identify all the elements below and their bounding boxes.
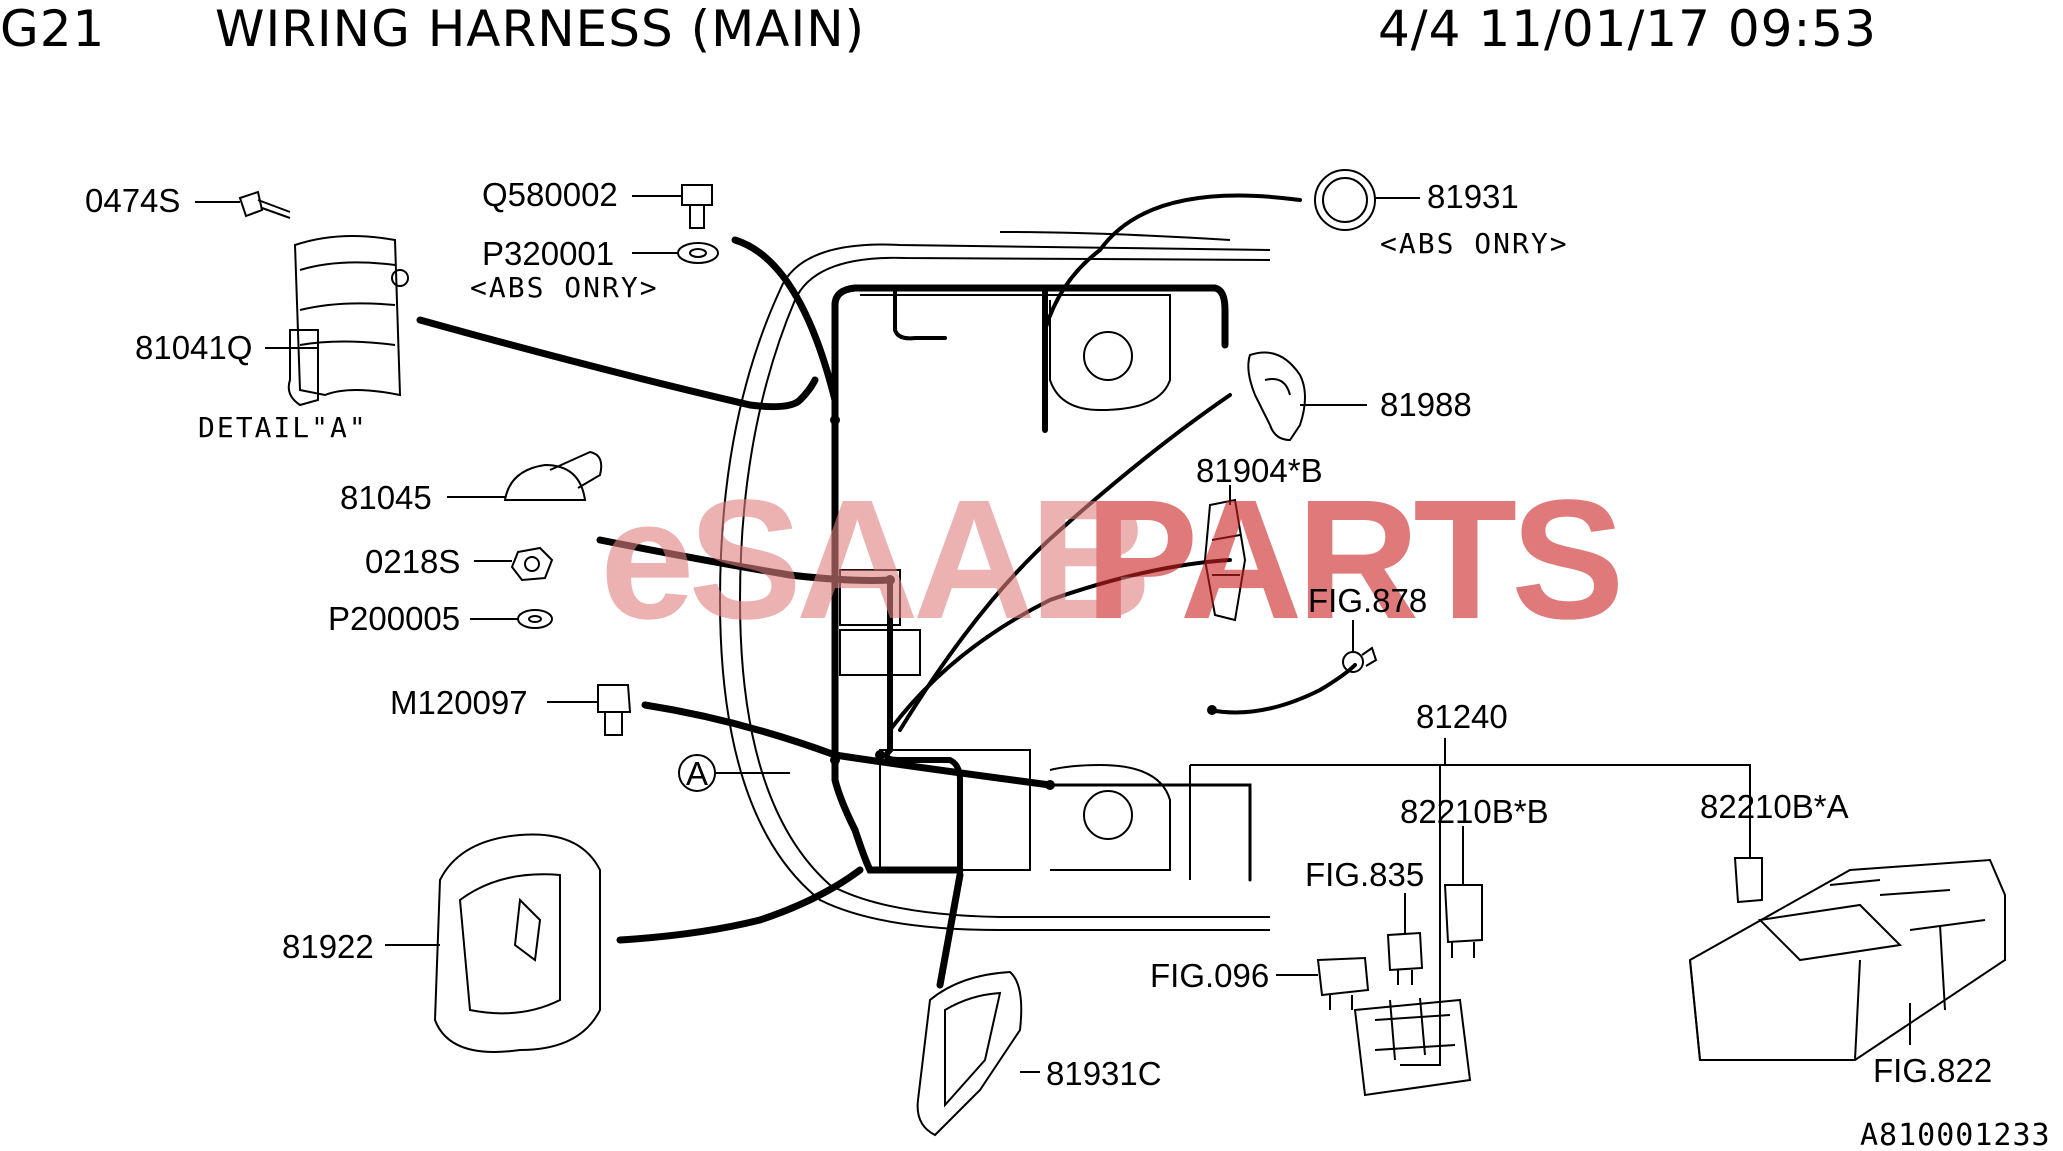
detail-a-marker: A (678, 754, 790, 792)
label-q580002: Q580002 (482, 176, 618, 213)
label-fig878: FIG.878 (1308, 582, 1427, 619)
nut-0218s (510, 546, 554, 582)
label-0474s: 0474S (85, 182, 180, 219)
diagram-reference: A810001233 (1860, 1118, 2051, 1151)
relay-fig096 (1316, 956, 1370, 1010)
page-title: WIRING HARNESS (MAIN) (215, 0, 866, 58)
leader-lines (195, 195, 1911, 1073)
label-fig835: FIG.835 (1305, 856, 1424, 893)
junction-points (830, 415, 1217, 790)
label-81904b: 81904*B (1196, 452, 1323, 489)
label-81922: 81922 (282, 928, 374, 965)
label-81045: 81045 (340, 479, 432, 516)
label-82210b-a: 82210B*A (1700, 788, 1849, 825)
label-0218s: 0218S (365, 543, 460, 580)
bolt-m120097 (597, 684, 632, 736)
group-code: G21 (0, 0, 106, 58)
label-81988: 81988 (1380, 386, 1472, 423)
label-81041q: 81041Q (135, 329, 252, 366)
clip-p320001 (677, 242, 719, 264)
page-datetime: 4/4 11/01/17 09:53 (1378, 0, 1877, 58)
clip-81904b (1203, 498, 1247, 622)
watermark: eSAAB PARTS (600, 465, 1625, 655)
bracket-81041q (287, 235, 409, 407)
bolt-q580002 (681, 184, 713, 229)
cover-81922 (433, 833, 601, 1053)
label-m120097: M120097 (390, 684, 528, 721)
part-labels: 0474S Q580002 P320001 <ABS ONRY> 81931 <… (85, 176, 2051, 1151)
fuse-82210b-a (1733, 857, 1763, 904)
label-81931c: 81931C (1046, 1055, 1162, 1092)
grommet-81931 (1314, 169, 1376, 231)
engine-bay-frame (839, 294, 1171, 871)
harness-cables (416, 193, 1357, 989)
relay-fig835 (1386, 931, 1424, 985)
watermark-prefix: eSAAB (600, 465, 1146, 655)
fuse-box-fig822 (1688, 858, 2006, 1061)
bolt-0474s (238, 190, 291, 219)
vehicle-body-outline (718, 231, 1271, 931)
label-abs-only-2: <ABS ONRY> (1380, 227, 1569, 260)
label-fig096: FIG.096 (1150, 957, 1269, 994)
cover-81931c (916, 970, 1023, 1137)
label-81931: 81931 (1427, 178, 1519, 215)
label-detail-a: DETAIL"A" (198, 411, 368, 444)
label-82210b-b: 82210B*B (1400, 793, 1549, 830)
label-81240: 81240 (1416, 698, 1508, 735)
watermark-suffix: PARTS (1085, 465, 1619, 655)
clip-81988 (1247, 351, 1306, 442)
detail-a-marker-label: A (686, 755, 708, 792)
label-p320001: P320001 (482, 235, 614, 272)
cap-81045 (503, 450, 603, 501)
label-abs-only-1: <ABS ONRY> (470, 271, 659, 304)
label-fig822: FIG.822 (1873, 1052, 1992, 1089)
fuse-82210b-b (1443, 884, 1483, 958)
label-p200005: P200005 (328, 600, 460, 637)
washer-p200005 (517, 609, 553, 629)
